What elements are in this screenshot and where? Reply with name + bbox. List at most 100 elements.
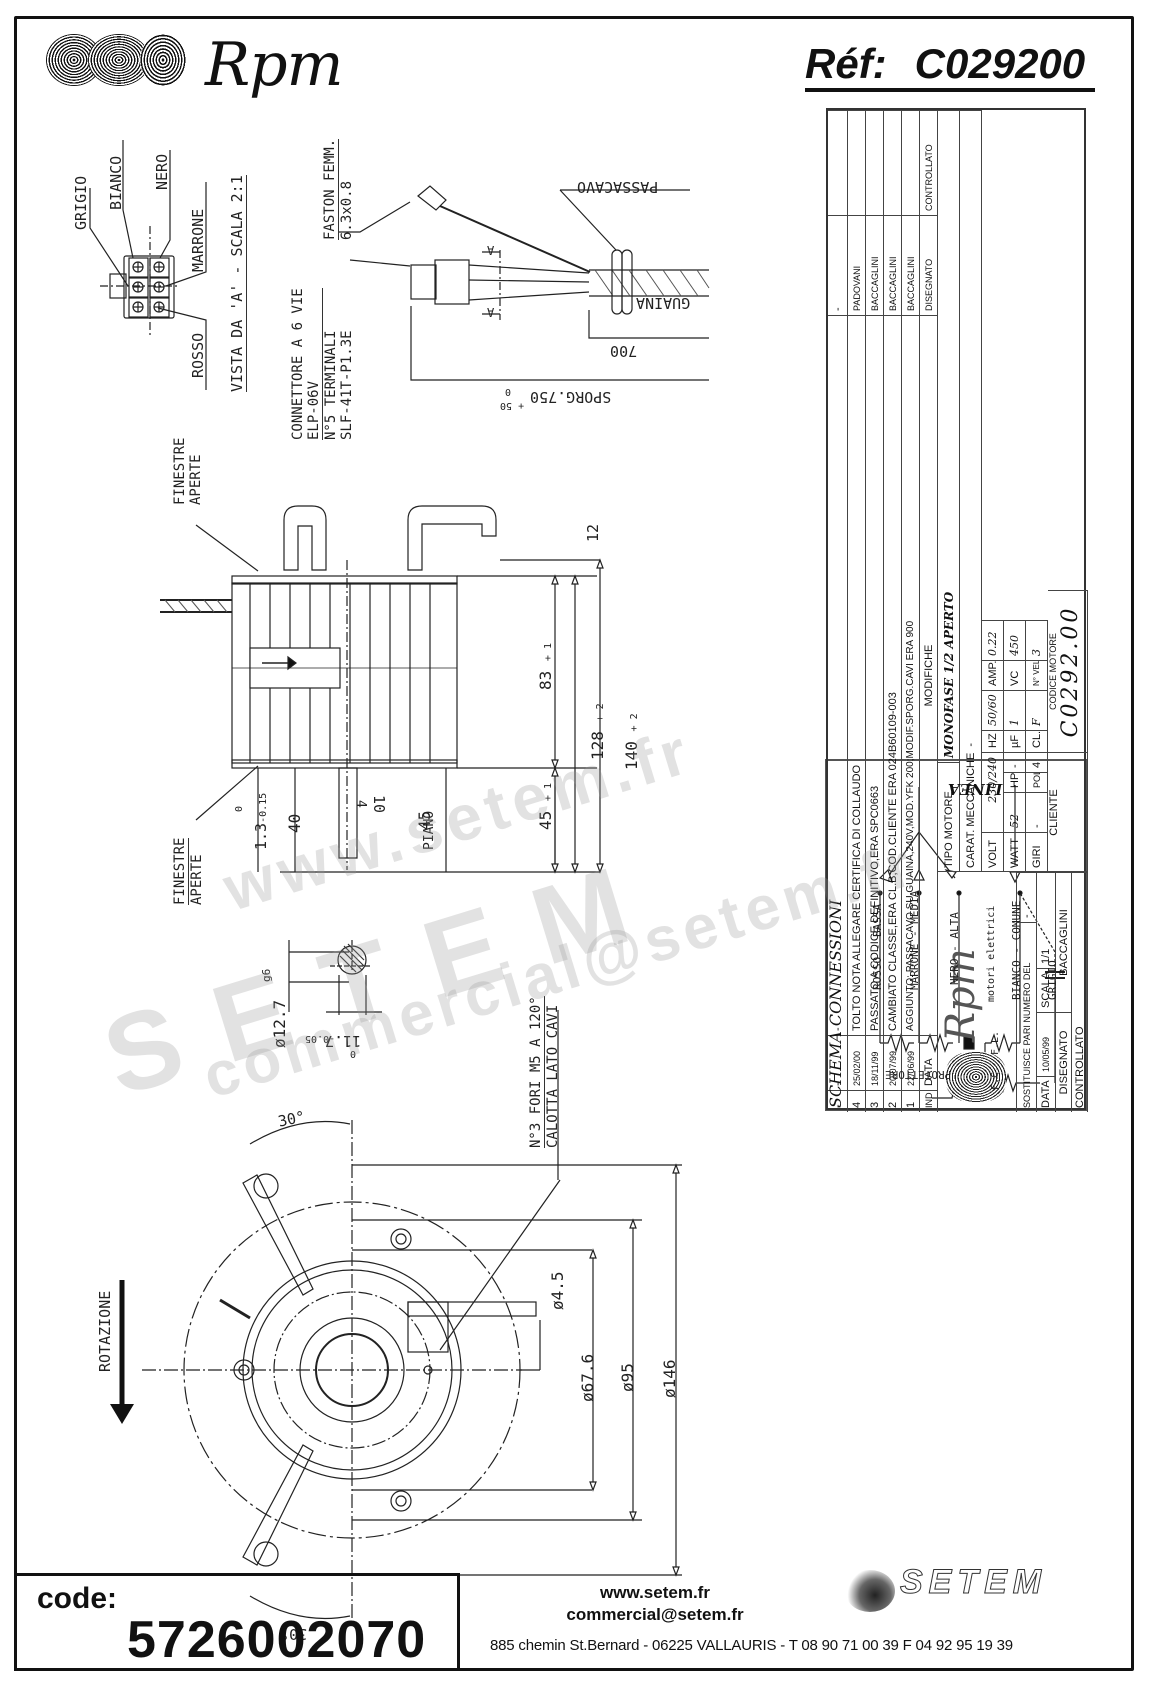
title-block: - - - - 4 25/02/00 TOLTO NOTA ALLEGARE C… (826, 108, 1088, 1112)
controllato-label: CONTROLLATO (1072, 872, 1088, 1112)
connector-model: ELP-06V (306, 288, 323, 440)
schema-wire-bianco: BIANCO - COMUNE (1010, 900, 1023, 1000)
dim-1-3: 1.3-0.15 (252, 793, 270, 850)
setem-logo: SETEM (899, 1563, 1048, 1602)
section-mark-a-bottom: A (487, 305, 495, 319)
rev-ind: 3 (866, 1090, 884, 1112)
wire-label-rosso: ROSSO (189, 332, 207, 378)
revision-row: 2 20/07/99 CAMBIATO CLASSE,ERA CL.B;COD.… (884, 110, 902, 1112)
rev-date: 22/06/99 (902, 1035, 920, 1090)
rev-checked (866, 110, 884, 215)
aperte-label: APERTE (188, 837, 205, 905)
connector-type: CONNETTORE A 6 VIE (290, 288, 306, 440)
rev-ind: 1 (902, 1090, 920, 1112)
dim-128-tol: + 2 (595, 703, 606, 722)
rev-drawn: BACCAGLINI (884, 215, 902, 315)
header-ind: IND (920, 1090, 938, 1112)
tipo-motore-value: MONOFASE 1/2 APERTO (938, 110, 960, 762)
dim-sporg-tol-zero: 0 (505, 386, 512, 397)
dim-128-value: 128 (588, 731, 607, 760)
hz-label: HZ (982, 730, 1004, 752)
wire-label-grigio: GRIGIO (72, 175, 90, 230)
header-checked: CONTROLLATO (920, 110, 938, 215)
guaina-label: GUAINA (636, 294, 691, 312)
vc-value: 450 (1004, 620, 1026, 660)
code-label: code: (37, 1582, 118, 1615)
holes-note: N°3 FORI M5 A 120° CALOTTA LATO CAVI (528, 996, 561, 1148)
dim-45-tol-plus: + 1 (543, 783, 554, 802)
scala-value: 1/1 (1036, 872, 1056, 968)
finestre-aperte-bottom: FINESTRE APERTE (172, 837, 205, 905)
giri-row: GIRI - POLI 4 CL. F N° VEL. 3 (1026, 110, 1048, 872)
wire-label-bianco: BIANCO (107, 155, 125, 210)
dim-146: ø146 (660, 1359, 679, 1398)
company-address: 885 chemin St.Bernard - 06225 VALLAURIS … (490, 1637, 1013, 1654)
cliente-label: CLIENTE (1048, 752, 1088, 872)
passacavo-label: PASSACAVO (577, 178, 659, 196)
vc-label: VC (1004, 660, 1026, 690)
ref-label: Réf: (805, 40, 887, 87)
dim-45-tol: 45 + 1 (536, 783, 555, 830)
dim-140-tol: + 2 (629, 713, 640, 732)
dim-700: 700 (610, 342, 638, 360)
watt-value: 52 (1004, 792, 1026, 832)
motor-specs: TIPO MOTORE MONOFASE 1/2 APERTO CARAT. M… (938, 110, 1088, 872)
header-changes: MODIFICHE (920, 315, 938, 1035)
rev-drawn: BACCAGLINI (866, 215, 884, 315)
carat-label: CARAT. MECCANICHE (964, 752, 977, 868)
faston-size: 6.3x0.8 (339, 180, 355, 240)
reference-number: Réf:C029200 (805, 40, 1096, 92)
dim-sporg: SPORG.750 (530, 388, 612, 406)
dim-10: 10 (370, 795, 388, 814)
rev-date: 18/11/99 (866, 1035, 884, 1090)
shaft-section-icon (288, 940, 382, 1015)
code-value: 5726002070 (127, 1611, 427, 1669)
terminal-model: SLF-41T-P1.3E (339, 330, 355, 440)
rev-change: TOLTO NOTA ALLEGARE CERTIFICA DI COLLAUD… (848, 315, 866, 1035)
rev-date: 25/02/00 (848, 1035, 866, 1090)
rotation-label: ROTAZIONE (96, 1290, 114, 1372)
watt-row: WATT 52 HP - µF 1 VC 450 (1004, 110, 1026, 872)
piano-label: PIANO (422, 810, 437, 850)
brand-name: Rpm (205, 30, 343, 100)
codice-motore-value: C0292.00 (1058, 605, 1083, 738)
rev-ind: 2 (884, 1090, 902, 1112)
motor-side-view-icon (160, 505, 604, 874)
title-logo-brand: Rpm (938, 948, 984, 1042)
dim-95: ø95 (618, 1363, 637, 1392)
coil-icon (140, 34, 186, 86)
dim-140-value: 140 (622, 741, 641, 770)
uf-value: 1 (1004, 690, 1026, 730)
holes-location: CALOTTA LATO CAVI (544, 996, 561, 1148)
carat-row: CARAT. MECCANICHE - (960, 110, 982, 872)
giri-value: - (1026, 792, 1048, 832)
shaft-diameter: ø12.7 (270, 999, 289, 1048)
watt-label: WATT (1004, 832, 1026, 872)
poli-value: 4 (1026, 752, 1048, 772)
tipo-motore-row: TIPO MOTORE MONOFASE 1/2 APERTO (938, 110, 960, 872)
terminal-count: N°5 TERMINALI (323, 330, 339, 440)
hp-value: - (1004, 752, 1026, 772)
nvel-value: 3 (1026, 620, 1048, 660)
cable-assembly-icon (338, 185, 710, 381)
section-mark-a-top: A (487, 243, 495, 257)
rev-checked (884, 110, 902, 215)
faston-label: FASTON FEMM. (322, 138, 339, 240)
email-link[interactable]: commercial@setem.fr (566, 1605, 744, 1624)
dim-1-3-value: 1.3 (252, 822, 270, 850)
rev-checked (828, 110, 848, 215)
uf-label: µF (1004, 730, 1026, 752)
wire-label-nero: NERO (153, 153, 171, 190)
shaft-diameter-tol: g6 (260, 968, 273, 982)
revision-row: 4 25/02/00 TOLTO NOTA ALLEGARE CERTIFICA… (848, 110, 866, 1112)
protettore-label: PROTETTORE (885, 1068, 952, 1081)
fl-label: F.L. (990, 1030, 1001, 1055)
connector-face-icon (89, 140, 207, 390)
shaft-flat-tol: -0.05 (305, 1033, 336, 1044)
connector-callout: CONNETTORE A 6 VIE ELP-06V N°5 TERMINALI… (290, 288, 355, 440)
rev-ind: 4 (848, 1090, 866, 1112)
website-link[interactable]: www.setem.fr (600, 1583, 710, 1602)
rev-change: CAMBIATO CLASSE,ERA CL.B;COD.CLIENTE ERA… (884, 315, 902, 1035)
schema-wire-marrone: MARRONE - MEDIA (908, 890, 921, 990)
